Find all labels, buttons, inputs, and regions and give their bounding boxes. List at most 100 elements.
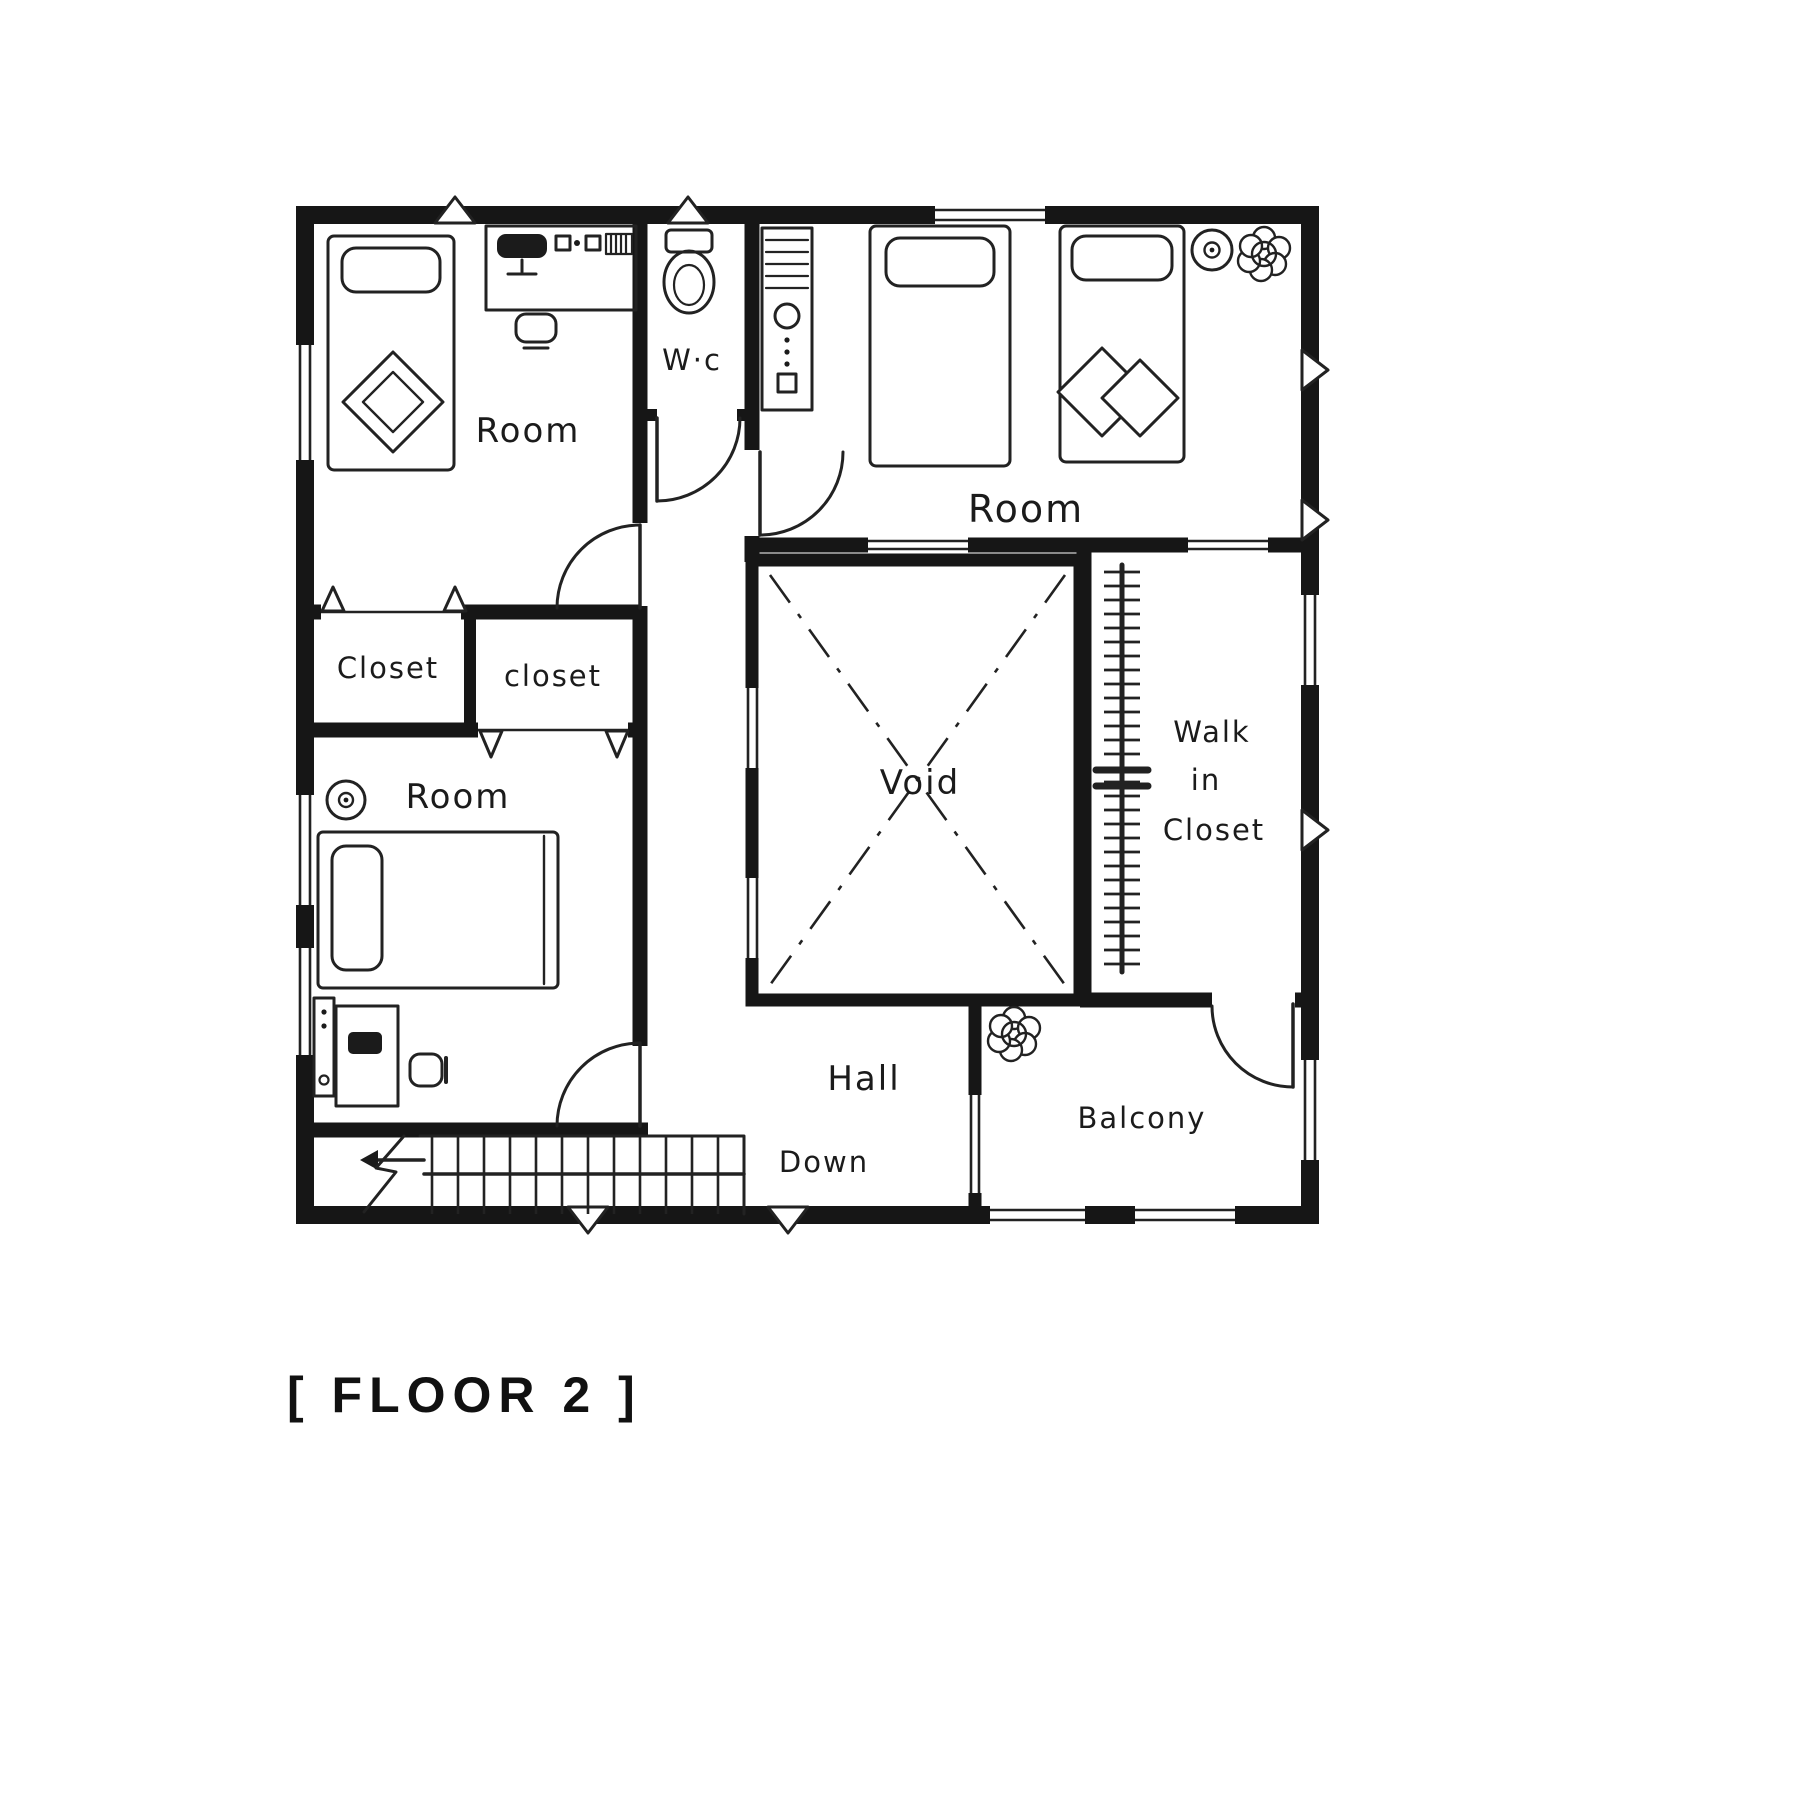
sliding-opening-1 (868, 539, 968, 551)
bed-outline (868, 224, 1012, 468)
monitor-stand (506, 258, 538, 276)
window-bottom-balcony-1 (990, 1204, 1085, 1226)
label-wc: W·c (662, 343, 722, 377)
shelf-dot-1 (784, 337, 790, 343)
label-closet-right: closet (504, 659, 602, 693)
desk-top-left (484, 224, 638, 350)
desk-outline (334, 1004, 400, 1108)
shelf-dot-2 (784, 349, 790, 355)
window-left-low (294, 948, 316, 1055)
label-balcony: Balcony (1078, 1101, 1207, 1135)
toilet-tank (664, 228, 714, 254)
bed-pillow (340, 246, 442, 294)
room-labels: Room W·c Room Closet closet Room Void Wa… (337, 343, 1265, 1179)
bed-blanket (341, 350, 445, 454)
pc-tower-icon (312, 996, 336, 1098)
closet-marker-1 (320, 585, 346, 613)
label-closet-left: Closet (337, 651, 439, 685)
bed-pillow (884, 236, 996, 288)
closet-marker-3 (478, 729, 504, 759)
printer-icon (604, 232, 634, 256)
desk-chair (514, 312, 558, 344)
shelf-outline (760, 226, 814, 412)
sliding-opening-balcony (969, 1095, 981, 1193)
bed-blanket-2 (1100, 358, 1180, 438)
hanger-rail (1092, 562, 1152, 975)
void-window-1 (743, 688, 761, 768)
door-wc (655, 416, 742, 503)
window-top (935, 204, 1045, 226)
door-room-top-left (555, 523, 642, 610)
vent-top-2 (666, 195, 710, 225)
bed-mid-left (316, 830, 560, 990)
stair-break-mark (362, 1134, 406, 1214)
vent-bottom-2 (766, 1205, 810, 1235)
desk-item-dot (574, 240, 580, 246)
fan-icon-mid-left (325, 779, 367, 821)
bed-top-left (326, 234, 456, 472)
window-bottom-balcony-2 (1135, 1204, 1235, 1226)
desk-mid-left (334, 1004, 448, 1108)
vent-markers (433, 195, 1330, 1235)
label-room-mid-left: Room (406, 777, 511, 817)
label-hall: Hall (827, 1059, 900, 1099)
window-right-upper (1299, 595, 1321, 685)
label-down: Down (779, 1145, 869, 1179)
plant-icon-balcony (986, 1005, 1042, 1063)
monitor-icon (348, 1032, 382, 1054)
rail-shelf (1092, 766, 1152, 790)
label-wic-line1: Walk (1173, 715, 1250, 749)
vent-right-1 (1300, 348, 1330, 392)
interior-walls (314, 224, 1310, 1215)
monitor-icon (497, 234, 547, 258)
closet-door-markers (320, 585, 630, 759)
bed-pillow (1070, 234, 1174, 282)
bed-top-right-1 (868, 224, 1012, 468)
desk-item-2 (584, 234, 602, 252)
bed-top-right-2 (1056, 224, 1186, 464)
shelf-stripes (764, 238, 810, 290)
vent-top-1 (433, 195, 477, 225)
label-room-top-right: Room (968, 487, 1084, 531)
shelf-unit (760, 226, 814, 412)
closet-marker-4 (604, 729, 630, 759)
label-wic-line3: Closet (1163, 813, 1265, 847)
stairs (360, 1134, 746, 1216)
toilet-bowl (662, 249, 716, 315)
label-room-top-left: Room (476, 411, 581, 451)
down-arrow-head (360, 1150, 378, 1170)
bed-outline (326, 234, 456, 472)
bed-blanket-fold (361, 370, 425, 434)
doors (555, 416, 1295, 1128)
desk-outline (484, 224, 638, 312)
desk-chair (408, 1052, 444, 1088)
vent-right-2 (1300, 498, 1330, 542)
shelf-circle (773, 302, 801, 330)
vent-right-3 (1300, 808, 1330, 852)
window-left-mid (294, 795, 316, 905)
void-cross (768, 574, 1067, 986)
toilet-seat (672, 263, 706, 307)
bed-outline (316, 830, 560, 990)
door-balcony (1210, 1002, 1295, 1089)
shelf-box (776, 372, 798, 394)
bed-outline (1058, 224, 1186, 464)
void-window-2 (743, 878, 761, 958)
hanger-ticks (1104, 570, 1140, 966)
floor-title: [ FLOOR 2 ] (287, 1367, 642, 1423)
bed-pillow (330, 844, 384, 972)
toilet-icon (662, 228, 716, 315)
label-void: Void (880, 763, 960, 803)
outer-walls (294, 204, 1321, 1226)
label-wic-line2: in (1191, 763, 1221, 797)
door-room-top-right (758, 450, 845, 537)
closet-marker-2 (442, 585, 468, 613)
window-right-lower (1299, 1060, 1321, 1160)
door-room-mid-left (555, 1041, 642, 1128)
window-left-top (294, 345, 316, 460)
desk-item-1 (554, 234, 572, 252)
plant-icon-top-right (1236, 225, 1292, 283)
fan-icon-top-right (1190, 228, 1234, 272)
